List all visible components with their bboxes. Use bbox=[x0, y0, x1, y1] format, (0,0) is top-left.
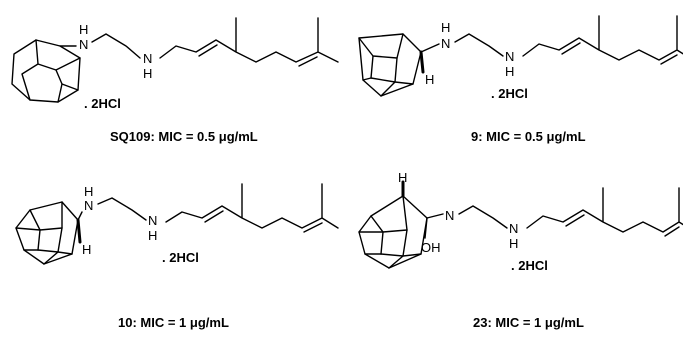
compound-23-structure: H N N H OH . 2HCl bbox=[358, 170, 683, 273]
compound-23: H N N H OH . 2HCl 23: MIC = 1 μg/mL bbox=[341, 170, 683, 340]
double-bond-1 bbox=[561, 42, 581, 55]
amine-n2: N bbox=[509, 221, 518, 236]
double-bond-2 bbox=[298, 56, 318, 67]
polycyclic-cage bbox=[15, 201, 79, 265]
amine-n2-h: H bbox=[148, 228, 157, 243]
salt-label: . 2HCl bbox=[162, 250, 199, 265]
stereo-h: H bbox=[82, 242, 91, 257]
double-bond-2 bbox=[664, 226, 680, 237]
compound-9: N H N H H . 2HCl 9: MIC = 0.5 μg/mL bbox=[341, 0, 683, 170]
amine-n1: N bbox=[79, 37, 88, 52]
amine-n1-h: H bbox=[79, 22, 88, 37]
geranyl-chain bbox=[165, 183, 339, 229]
stereo-h: H bbox=[425, 72, 434, 87]
amine-n2-h: H bbox=[505, 64, 514, 79]
compound-sq109: N H N H . 2HCl SQ109: MIC = 0.5 μg/mL bbox=[0, 0, 341, 170]
amine-n2-h: H bbox=[509, 236, 518, 251]
stereo-bond bbox=[419, 50, 425, 74]
polycyclic-cage bbox=[358, 33, 422, 97]
diamine-linker bbox=[59, 33, 141, 59]
compound-10-structure: N H N H H . 2HCl bbox=[15, 183, 339, 265]
amine-n1-h: H bbox=[84, 184, 93, 199]
double-bond-1 bbox=[565, 214, 585, 227]
double-bond-2 bbox=[660, 54, 678, 65]
geranyl-chain bbox=[526, 187, 683, 233]
polycyclic-cage bbox=[358, 195, 428, 269]
double-bond-1 bbox=[198, 44, 218, 57]
compound-caption: 10: MIC = 1 μg/mL bbox=[118, 315, 229, 330]
compound-9-structure: N H N H H . 2HCl bbox=[358, 15, 683, 101]
compound-caption: 9: MIC = 0.5 μg/mL bbox=[471, 129, 586, 144]
salt-label: . 2HCl bbox=[84, 96, 121, 111]
sq109-structure: N H N H . 2HCl bbox=[11, 17, 339, 111]
compound-caption: 23: MIC = 1 μg/mL bbox=[473, 315, 584, 330]
amine-n2-h: H bbox=[143, 66, 152, 81]
geranyl-chain bbox=[159, 17, 339, 63]
diamine-linker bbox=[420, 33, 504, 57]
adamantane-cage bbox=[11, 39, 81, 103]
compound-caption: SQ109: MIC = 0.5 μg/mL bbox=[110, 129, 258, 144]
salt-label: . 2HCl bbox=[511, 258, 548, 273]
stereo-h: H bbox=[398, 170, 407, 185]
salt-label: . 2HCl bbox=[491, 86, 528, 101]
double-bond-1 bbox=[204, 210, 224, 223]
hydroxyl-bond bbox=[424, 217, 428, 239]
amine-n1-h: H bbox=[441, 20, 450, 35]
amine-n2: N bbox=[143, 51, 152, 66]
stereo-bond bbox=[76, 218, 82, 244]
double-bond-2 bbox=[303, 222, 323, 233]
diamine-linker bbox=[77, 197, 147, 221]
amine-n2: N bbox=[505, 49, 514, 64]
amine-n2: N bbox=[148, 213, 157, 228]
amine-n1: N bbox=[84, 198, 93, 213]
amine-n1: N bbox=[441, 36, 450, 51]
hydroxyl-label: OH bbox=[421, 240, 441, 255]
amine-n1: N bbox=[445, 208, 454, 223]
diamine-linker bbox=[426, 205, 508, 229]
geranyl-chain bbox=[522, 15, 683, 61]
compound-10: N H N H H . 2HCl 10: MIC = 1 μg/mL bbox=[0, 170, 341, 340]
